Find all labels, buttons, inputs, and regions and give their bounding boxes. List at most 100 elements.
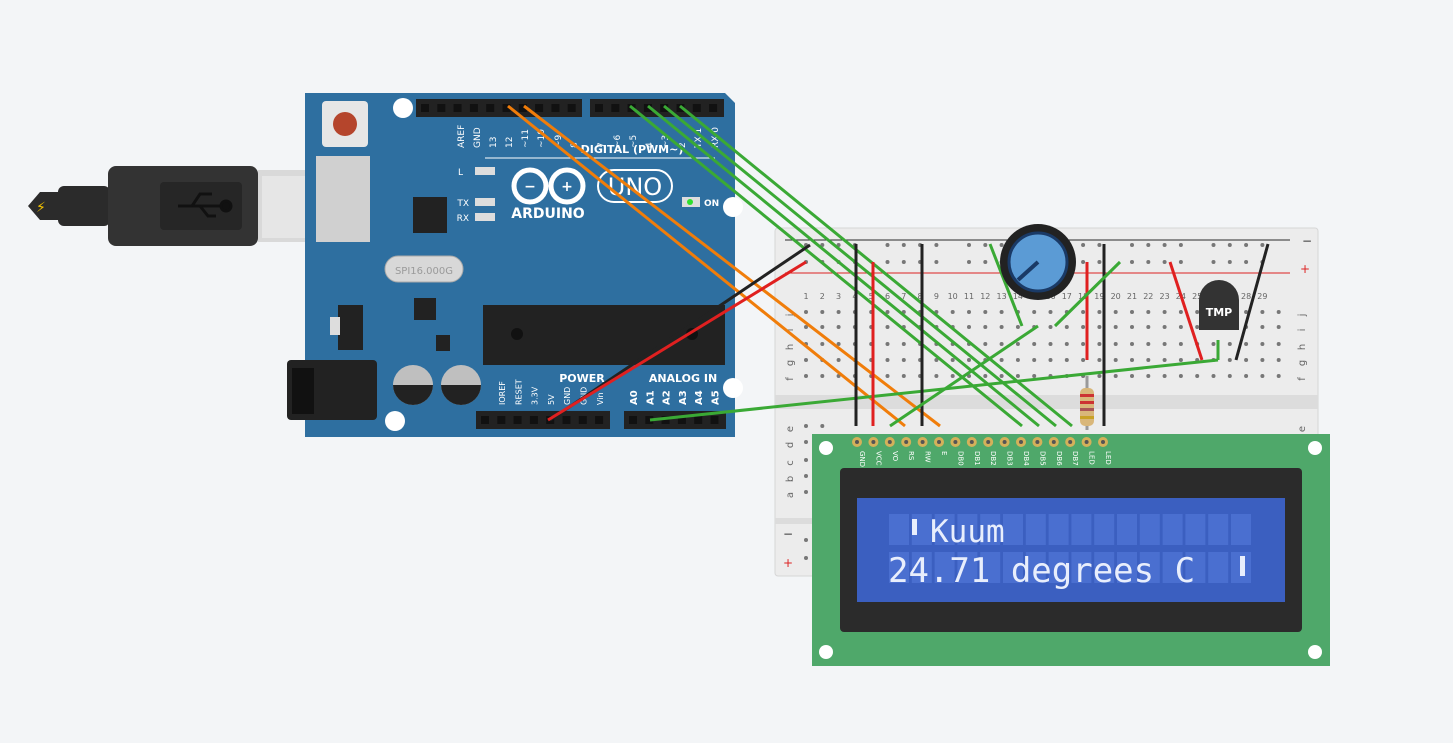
column-number: 23 — [1160, 292, 1170, 301]
header-pin[interactable] — [710, 416, 719, 424]
column-number: 28 — [1241, 292, 1251, 301]
header-pin[interactable] — [502, 104, 511, 112]
lcd-pin-label: DB7 — [1071, 451, 1079, 466]
wire-red[interactable] — [547, 260, 807, 422]
header-pin[interactable] — [535, 104, 544, 112]
capacitors — [393, 365, 481, 405]
header-pin[interactable] — [677, 416, 686, 424]
header-pin[interactable] — [497, 416, 506, 424]
header-pin[interactable] — [694, 416, 703, 424]
header-pin[interactable] — [578, 416, 587, 424]
header-pin[interactable] — [529, 416, 538, 424]
lcd-pin-label: DB3 — [1006, 451, 1014, 466]
pin-label: GND — [563, 387, 572, 405]
column-number: 22 — [1143, 292, 1153, 301]
column-number: 29 — [1257, 292, 1267, 301]
column-number: 25 — [1192, 292, 1202, 301]
wires[interactable] — [507, 104, 1270, 428]
wire-green[interactable] — [889, 324, 1039, 428]
header-pin[interactable] — [595, 416, 604, 424]
header-pin[interactable] — [437, 104, 446, 112]
header-pin[interactable] — [551, 104, 560, 112]
header-pin[interactable] — [453, 104, 462, 112]
row-letter: e — [785, 426, 796, 432]
header-pin[interactable] — [645, 416, 654, 424]
resistor[interactable] — [1080, 376, 1094, 430]
row-letter: a — [785, 492, 796, 498]
pin-label: TX 1 — [694, 128, 704, 149]
lcd-pins[interactable] — [852, 437, 1108, 447]
header-pin[interactable] — [629, 416, 637, 424]
header-pin[interactable] — [486, 104, 495, 112]
wire-orange[interactable] — [507, 104, 906, 428]
column-number: 17 — [1062, 292, 1072, 301]
wire-green[interactable] — [649, 358, 1219, 422]
svg-text:+: + — [561, 179, 573, 195]
row-letter: h — [785, 344, 796, 350]
wire-black[interactable] — [1234, 243, 1270, 361]
svg-text:ON: ON — [704, 199, 719, 209]
tmp36-sensor[interactable]: TMP — [1199, 280, 1239, 330]
header-pin[interactable] — [709, 104, 718, 112]
mounting-hole — [1308, 645, 1322, 659]
header-pin[interactable] — [481, 416, 489, 424]
mounting-hole — [819, 441, 833, 455]
wire-green[interactable] — [1053, 260, 1122, 328]
row-letter: e — [1297, 426, 1308, 432]
column-number: 9 — [934, 292, 939, 301]
lcd-glyph-1 — [912, 519, 917, 535]
wire-green[interactable] — [647, 104, 1040, 428]
header-pin[interactable] — [661, 416, 670, 424]
pin-label: ~6 — [613, 134, 623, 148]
lcd-line-2: 24.71 degrees C — [888, 551, 1195, 591]
lcd-pin-label: GND — [858, 451, 866, 467]
header-pin[interactable] — [643, 104, 652, 112]
header-pin[interactable] — [421, 104, 429, 112]
potentiometer[interactable] — [1000, 224, 1076, 300]
column-number: 3 — [836, 292, 841, 301]
pin-label: ~10 — [537, 129, 547, 148]
pin-label: A4 — [694, 390, 705, 405]
header-pin[interactable] — [692, 104, 701, 112]
header-pin[interactable] — [513, 416, 522, 424]
row-letter: c — [785, 460, 796, 466]
wire-green[interactable] — [629, 104, 1023, 428]
column-number: 13 — [997, 292, 1007, 301]
wire-red[interactable] — [1168, 261, 1204, 361]
header-pin[interactable] — [595, 104, 603, 112]
usb-bolt-icon: ⚡ — [36, 200, 46, 216]
header-pin[interactable] — [518, 104, 527, 112]
row-letter: g — [785, 360, 796, 366]
wire-green[interactable] — [988, 243, 1024, 327]
rail-plus-left: + — [783, 556, 793, 570]
row-letter: i — [785, 329, 796, 332]
column-number: 14 — [1013, 292, 1023, 301]
wire-orange[interactable] — [523, 104, 941, 428]
wire-green[interactable] — [663, 104, 1057, 428]
header-pin[interactable] — [469, 104, 478, 112]
pin-label: 13 — [489, 137, 499, 148]
power-analog-header[interactable] — [476, 411, 726, 429]
pin-label: A5 — [711, 390, 722, 405]
svg-text:SPI16.000G: SPI16.000G — [395, 266, 453, 277]
header-pin[interactable] — [562, 416, 571, 424]
column-number: 21 — [1127, 292, 1137, 301]
row-letter: d — [785, 442, 796, 448]
pin-label: AREF — [457, 125, 467, 148]
digital-header[interactable] — [416, 99, 724, 117]
column-number: 12 — [980, 292, 990, 301]
column-number: 10 — [948, 292, 958, 301]
row-letter: i — [1297, 329, 1308, 332]
arduino-brand: ARDUINO — [511, 206, 585, 222]
row-letter: b — [785, 476, 796, 482]
pin-label: 3.3V — [531, 386, 540, 405]
wire-green[interactable] — [679, 104, 1073, 428]
rail-plus-top: + — [1300, 262, 1310, 276]
arduino-uno-board[interactable]: SPI16.000G − + ARDUINO — [287, 93, 743, 437]
header-pin[interactable] — [567, 104, 576, 112]
lcd-pin-label: RW — [924, 451, 932, 463]
reset-button[interactable] — [322, 101, 368, 147]
header-pin[interactable] — [611, 104, 620, 112]
